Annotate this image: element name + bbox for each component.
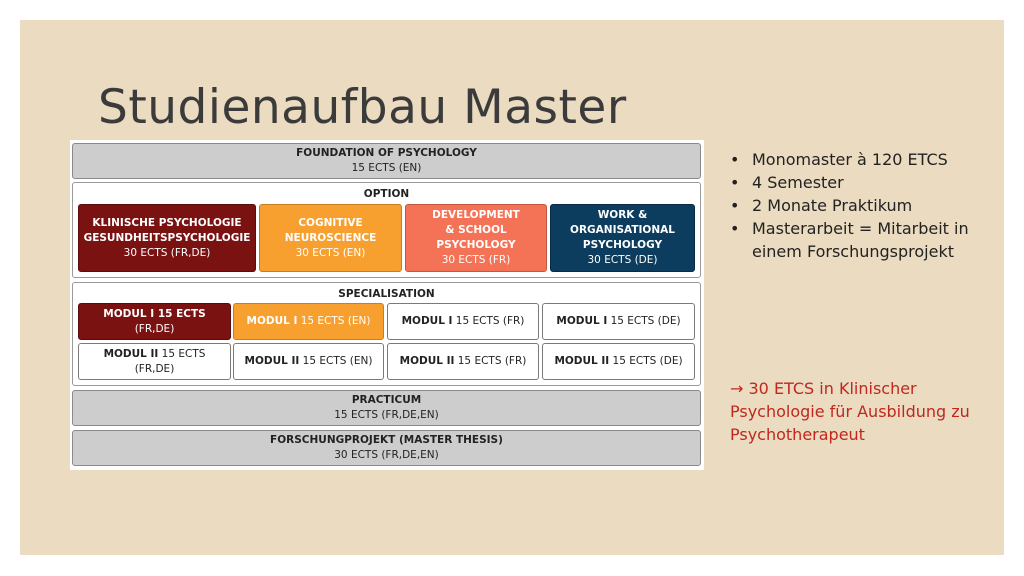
option-line: PSYCHOLOGY	[436, 239, 516, 251]
clinical-note: → 30 ETCS in Klinischer Psychologie für …	[730, 377, 995, 446]
slide-title: Studienaufbau Master	[98, 80, 627, 135]
practicum-label: PRACTICUM	[351, 394, 422, 406]
module-ects: 15 ECTS (FR)	[452, 315, 525, 327]
practicum-ects: 15 ECTS (FR,DE,EN)	[334, 409, 439, 421]
module-box: MODUL II 15 ECTS (FR)	[387, 343, 539, 380]
bullet-dot: •	[730, 150, 740, 169]
module-box: MODUL I 15 ECTS (FR)	[387, 303, 539, 340]
option-ects: 30 ECTS (FR)	[441, 254, 511, 266]
forschungsprojekt-ects: 30 ECTS (FR,DE,EN)	[334, 449, 439, 461]
foundation-ects: 15 ECTS (EN)	[351, 162, 422, 174]
option-work-organisational: WORK & ORGANISATIONAL PSYCHOLOGY 30 ECTS…	[550, 204, 695, 272]
bullet-dot: •	[730, 219, 740, 238]
module-name: MODUL II	[103, 347, 159, 360]
arrow-right-icon: →	[730, 379, 744, 398]
option-ects: 30 ECTS (DE)	[587, 254, 658, 266]
bullet-text: Masterarbeit = Mitarbeit in einem Forsch…	[752, 219, 969, 261]
module-box: MODUL II 15 ECTS (DE)	[542, 343, 695, 380]
bullet-item: • Monomaster à 120 ETCS	[730, 148, 990, 171]
foundation-box: FOUNDATION OF PSYCHOLOGY 15 ECTS (EN)	[72, 143, 701, 179]
module-ects: 15 ECTS (DE)	[607, 315, 681, 327]
module-name: MODUL I	[246, 315, 298, 327]
option-line: DEVELOPMENT	[432, 209, 520, 221]
module-ects: 15 ECTS	[154, 307, 206, 320]
option-ects: 30 ECTS (EN)	[295, 246, 366, 259]
module-name: MODUL II	[244, 355, 300, 367]
module-box: MODUL I 15 ECTS (DE)	[542, 303, 695, 340]
option-klinische-psychologie: KLINISCHE PSYCHOLOGIE GESUNDHEITSPSYCHOL…	[78, 204, 256, 272]
module-box: MODUL II 15 ECTS (FR,DE)	[78, 343, 231, 380]
forschungsprojekt-box: FORSCHUNGPROJEKT (MASTER THESIS) 30 ECTS…	[72, 430, 701, 466]
module-lang: (FR,DE)	[134, 362, 175, 375]
module-box: MODUL II 15 ECTS (EN)	[233, 343, 384, 380]
module-ects: 15 ECTS (EN)	[299, 355, 373, 367]
bullet-text: Monomaster à 120 ETCS	[752, 150, 948, 169]
bullet-item: • 4 Semester	[730, 171, 990, 194]
module-lang: (FR,DE)	[134, 322, 175, 335]
foundation-label: FOUNDATION OF PSYCHOLOGY	[296, 147, 477, 159]
option-line: ORGANISATIONAL	[570, 224, 675, 236]
option-line: & SCHOOL	[445, 224, 507, 236]
bullet-dot: •	[730, 173, 740, 192]
option-line: NEUROSCIENCE	[284, 231, 377, 244]
option-line: COGNITIVE	[298, 216, 363, 229]
option-line: KLINISCHE PSYCHOLOGIE	[92, 216, 242, 229]
bullet-dot: •	[730, 196, 740, 215]
option-line: PSYCHOLOGY	[582, 239, 663, 251]
practicum-box: PRACTICUM 15 ECTS (FR,DE,EN)	[72, 390, 701, 426]
study-structure-diagram: FOUNDATION OF PSYCHOLOGY 15 ECTS (EN) OP…	[70, 140, 704, 470]
option-cognitive-neuroscience: COGNITIVE NEUROSCIENCE 30 ECTS (EN)	[259, 204, 402, 272]
option-development-school: DEVELOPMENT & SCHOOL PSYCHOLOGY 30 ECTS …	[405, 204, 547, 272]
module-name: MODUL I	[103, 307, 155, 320]
bullet-list: • Monomaster à 120 ETCS • 4 Semester • 2 Mo…	[730, 148, 990, 263]
module-name: MODUL II	[554, 355, 610, 367]
bullet-item: • Masterarbeit = Mitarbeit in einem Forsc…	[730, 217, 990, 263]
module-ects: 15 ECTS (EN)	[297, 315, 371, 327]
option-line: WORK &	[597, 209, 648, 221]
module-box: MODUL I 15 ECTS (FR,DE)	[78, 303, 231, 340]
option-line: GESUNDHEITSPSYCHOLOGIE	[83, 231, 251, 244]
module-name: MODUL I	[556, 315, 608, 327]
bullet-text: 2 Monate Praktikum	[752, 196, 913, 215]
module-ects: 15 ECTS	[158, 347, 206, 360]
module-name: MODUL II	[399, 355, 455, 367]
module-ects: 15 ECTS (FR)	[454, 355, 527, 367]
specialisation-label: SPECIALISATION	[338, 288, 435, 300]
bullet-text: 4 Semester	[752, 173, 844, 192]
module-ects: 15 ECTS (DE)	[609, 355, 683, 367]
option-label: OPTION	[363, 188, 410, 200]
module-box: MODUL I 15 ECTS (EN)	[233, 303, 384, 340]
module-name: MODUL I	[401, 315, 453, 327]
option-ects: 30 ECTS (FR,DE)	[123, 246, 211, 259]
bullet-item: • 2 Monate Praktikum	[730, 194, 990, 217]
forschungsprojekt-label: FORSCHUNGPROJEKT (MASTER THESIS)	[270, 434, 503, 446]
clinical-note-text: 30 ETCS in Klinischer Psychologie für Au…	[730, 379, 970, 444]
